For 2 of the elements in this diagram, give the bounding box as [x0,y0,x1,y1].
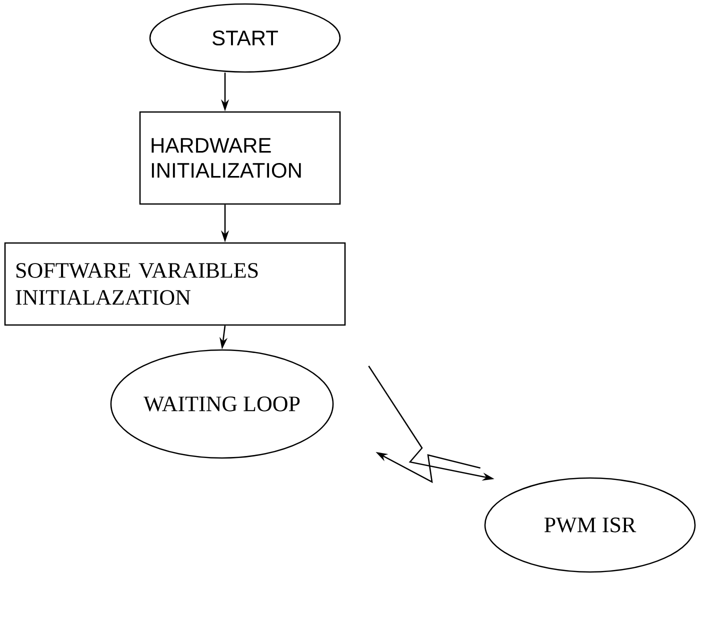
process-box: HARDWARE INITIALIZATION [139,111,341,205]
process-box: SOFTWARE VARAIBLES INITIALAZATION [4,242,346,326]
